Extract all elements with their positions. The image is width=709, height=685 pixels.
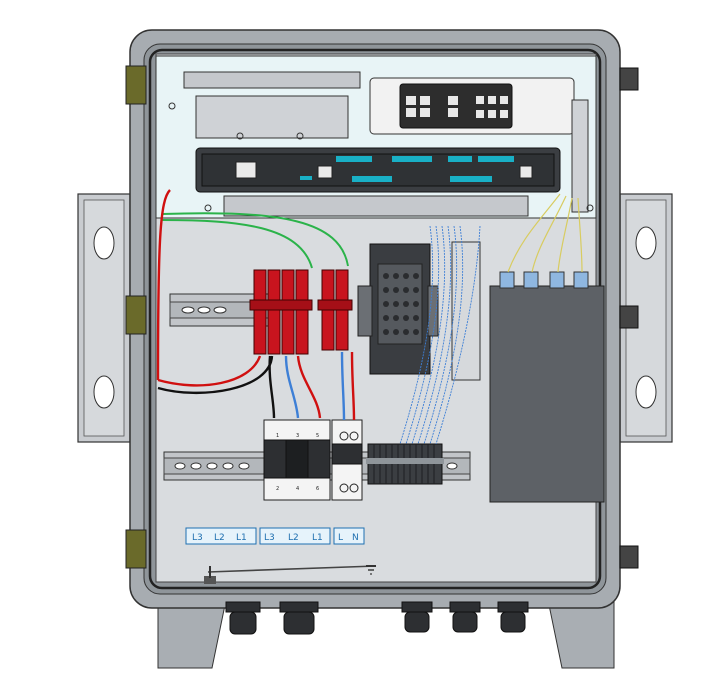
green-earth-wires [161,212,349,269]
left-mounting-bracket [77,193,131,443]
breaker-bottom-mark-4: 4 [296,486,299,492]
phase-labels: L3 L2 L1 L3 L2 L1 L N [185,527,365,545]
main-circuit-breaker: 1 3 5 2 4 6 [263,419,363,501]
breaker-bottom-mark-6: 6 [316,486,319,492]
breaker-top-mark-3: 3 [296,433,299,439]
surge-protection-devices [249,269,353,355]
terminal-block-strip [366,443,444,485]
breaker-top-mark-1: 1 [276,433,279,439]
power-supply-unit [357,243,439,375]
breaker-bottom-mark-2: 2 [276,486,279,492]
label-left-L1: L1 [236,533,247,543]
data-wires-blue [399,225,481,445]
label-right-N: N [352,533,359,543]
label-left-L3: L3 [192,533,203,543]
communication-panel [155,55,597,219]
label-mid-L3: L3 [264,533,275,543]
left-hinges [125,65,147,569]
label-left-L2: L2 [214,533,225,543]
fiber-splice-box [489,271,605,503]
label-mid-L1: L1 [312,533,323,543]
fiber-wires-yellow [507,193,583,273]
cable-glands [225,601,529,635]
label-right-L: L [338,533,343,543]
label-mid-L2: L2 [288,533,299,543]
breaker-top-mark-5: 5 [316,433,319,439]
ground-icon [204,565,377,584]
enclosure-feet [157,599,615,669]
right-latches [619,67,639,569]
power-wires [156,189,356,421]
